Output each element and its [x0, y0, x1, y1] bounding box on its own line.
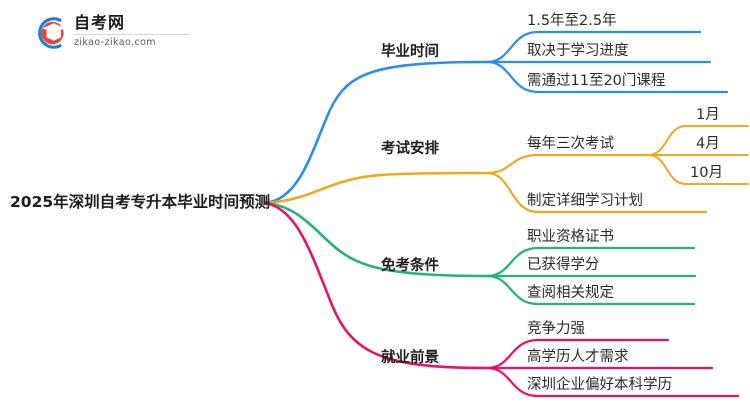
- edge-group-branch-2: [263, 125, 749, 214]
- subleaf-label-month-october[interactable]: 10月: [690, 165, 723, 181]
- branch-label-exam-schedule[interactable]: 考试安排: [381, 141, 439, 157]
- branch-label-graduation-time[interactable]: 毕业时间: [381, 44, 439, 60]
- logo-text: 自考网 zikao-zikao.com: [74, 13, 192, 49]
- logo-divider: [74, 34, 190, 35]
- leaf-label-vocational-certificate[interactable]: 职业资格证书: [527, 229, 614, 245]
- leaf-label-course-count[interactable]: 需通过11至20门课程: [527, 73, 666, 89]
- branch-label-employment-prospects[interactable]: 就业前景: [381, 350, 439, 366]
- leaf-label-duration[interactable]: 1.5年至2.5年: [527, 13, 617, 29]
- edge-group-branch-1: [263, 30, 729, 205]
- leaf-label-depends-on-progress[interactable]: 取决于学习进度: [527, 43, 629, 59]
- leaf-label-talent-demand[interactable]: 高学历人才需求: [527, 349, 629, 365]
- edge-group-branch-4: [263, 201, 740, 398]
- subleaf-label-month-april[interactable]: 4月: [696, 136, 720, 152]
- root-node-label[interactable]: 2025年深圳自考专升本毕业时间预测: [10, 193, 271, 211]
- logo-url: zikao-zikao.com: [74, 37, 156, 48]
- subleaf-label-month-january[interactable]: 1月: [696, 107, 720, 123]
- branch-label-exemption-conditions[interactable]: 免考条件: [381, 258, 439, 274]
- leaf-label-three-exams-per-year[interactable]: 每年三次考试: [527, 136, 614, 152]
- logo-name-cn: 自考网: [74, 13, 126, 32]
- leaf-label-shenzhen-employer-preference[interactable]: 深圳企业偏好本科学历: [527, 377, 672, 393]
- edge-group-branch-3: [263, 201, 697, 306]
- leaf-label-check-regulations[interactable]: 查阅相关规定: [527, 285, 614, 301]
- leaf-label-competitiveness[interactable]: 竞争力强: [527, 321, 585, 337]
- graduation-cap-icon: [38, 17, 66, 49]
- leaf-label-study-plan[interactable]: 制定详细学习计划: [527, 193, 643, 209]
- leaf-label-earned-credits[interactable]: 已获得学分: [527, 257, 600, 273]
- site-logo: 自考网 zikao-zikao.com: [30, 10, 190, 56]
